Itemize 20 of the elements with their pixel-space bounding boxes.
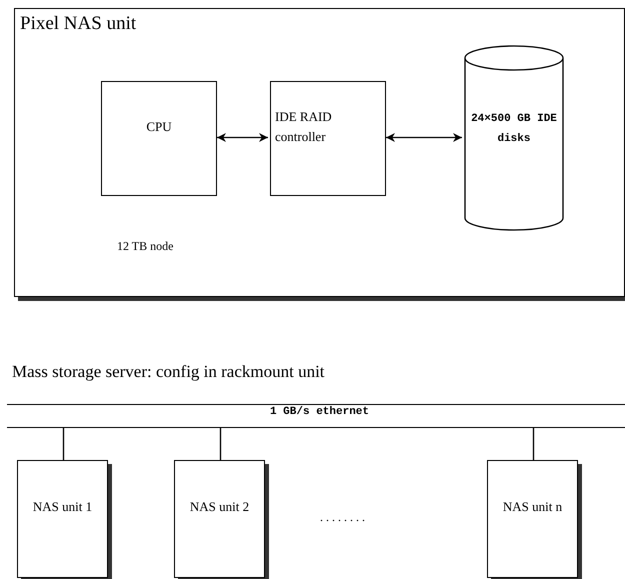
connector-line bbox=[220, 428, 222, 460]
panel-title: Pixel NAS unit bbox=[20, 13, 136, 35]
node-label: 24×500 GB IDE disks bbox=[470, 112, 558, 148]
node-caption: 12 TB node bbox=[117, 239, 174, 254]
ellipsis: . . . . . . . . bbox=[320, 510, 365, 525]
node-label: NAS unit 2 bbox=[188, 499, 250, 516]
node-label: CPU bbox=[145, 118, 173, 136]
node-label: IDE RAID controller bbox=[275, 108, 333, 146]
network-bus bbox=[7, 404, 625, 428]
node-label: NAS unit 1 bbox=[32, 499, 94, 516]
connector-line bbox=[532, 428, 534, 460]
section-heading: Mass storage server: config in rackmount unit bbox=[12, 362, 325, 382]
arrow bbox=[217, 133, 268, 142]
process-box bbox=[270, 81, 386, 196]
arrow bbox=[386, 133, 462, 142]
connector-line bbox=[62, 428, 64, 460]
bus-label: 1 GB/s ethernet bbox=[268, 406, 370, 418]
node-label: NAS unit n bbox=[502, 499, 564, 516]
process-box bbox=[101, 81, 217, 196]
disk-cylinder bbox=[464, 46, 564, 231]
